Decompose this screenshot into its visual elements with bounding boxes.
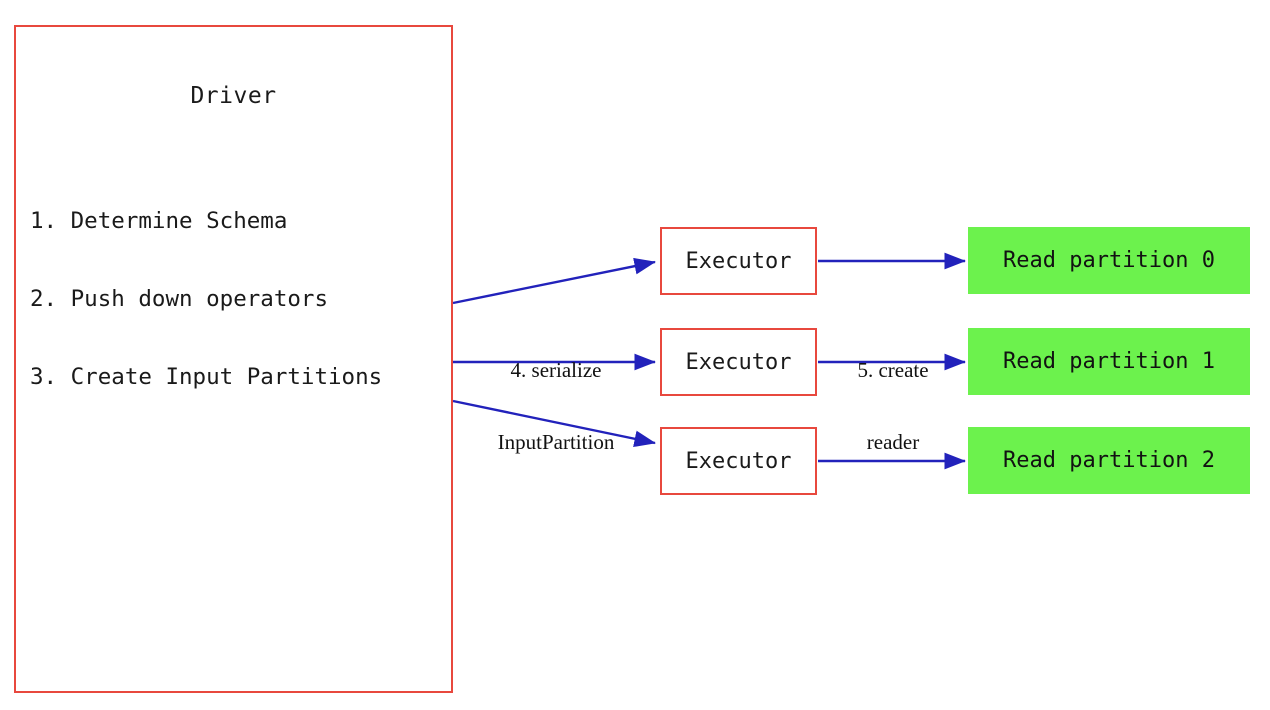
partition-label-1: Read partition 1 — [1003, 349, 1215, 374]
edge-label-serialize-line-2: InputPartition — [497, 430, 615, 454]
executor-box-1[interactable]: Executor — [660, 227, 817, 295]
driver-title: Driver — [190, 83, 277, 109]
edge-label-serialize-line-1: 4. serialize — [510, 358, 602, 382]
executor-label-3: Executor — [685, 448, 792, 474]
edge-label-serialize-input-partition: 4. serialize InputPartition — [458, 310, 654, 502]
executor-box-2[interactable]: Executor — [660, 328, 817, 396]
driver-step-2: 2. Push down operators — [30, 286, 329, 312]
partition-label-2: Read partition 2 — [1003, 448, 1215, 473]
edge-label-create-reader-line-1: 5. create — [857, 358, 929, 382]
partition-box-0[interactable]: Read partition 0 — [968, 227, 1250, 294]
driver-steps-list: 1. Determine Schema 2. Push down operato… — [30, 156, 382, 442]
executor-label-1: Executor — [685, 248, 792, 274]
edge-label-create-reader: 5. create reader — [830, 310, 956, 502]
partition-box-2[interactable]: Read partition 2 — [968, 427, 1250, 494]
driver-box[interactable]: Driver 1. Determine Schema 2. Push down … — [14, 25, 453, 693]
executor-box-3[interactable]: Executor — [660, 427, 817, 495]
partition-label-0: Read partition 0 — [1003, 248, 1215, 273]
driver-step-3: 3. Create Input Partitions — [30, 364, 383, 390]
partition-box-1[interactable]: Read partition 1 — [968, 328, 1250, 395]
edge-label-create-reader-line-2: reader — [866, 430, 920, 454]
driver-step-1: 1. Determine Schema — [30, 208, 288, 234]
arrow-driver-to-executor-1 — [452, 257, 656, 305]
executor-label-2: Executor — [685, 349, 792, 375]
